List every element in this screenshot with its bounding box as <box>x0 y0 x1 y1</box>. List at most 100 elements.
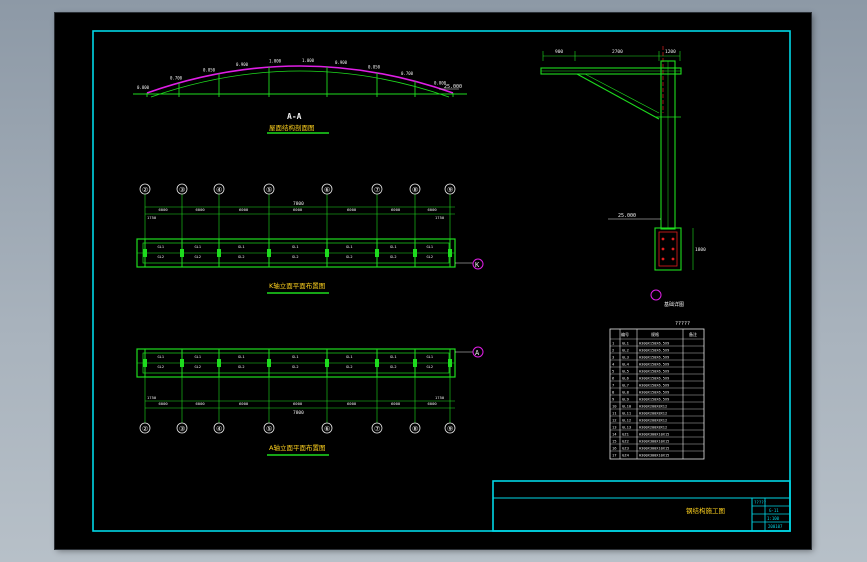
grid-axis-bubble <box>139 422 151 434</box>
bay-dimension: 6000 <box>347 401 357 406</box>
table-cell-spec: H300X200X8X12 <box>639 412 667 416</box>
bay-dimension: 6000 <box>239 207 249 212</box>
table-cell-no: 6 <box>612 376 615 381</box>
table-cell-code: GL7 <box>622 383 629 388</box>
member-tag: GL2 <box>346 365 353 369</box>
table-cell-code: GZ4 <box>622 453 630 458</box>
member-tag: GL1 <box>195 245 202 249</box>
grid-axis-label: ⑦ <box>374 186 380 194</box>
member-tag: GL2 <box>292 255 299 259</box>
title-scale: 1:100 <box>767 516 780 521</box>
section-level-mark: 0.850 <box>203 68 216 73</box>
table-cell-no: 17 <box>612 453 617 458</box>
plan-k-row-label: K <box>475 261 480 269</box>
member-tag: GL1 <box>390 245 397 249</box>
section-level-mark: 0.700 <box>170 76 183 81</box>
grid-axis-bubble <box>444 422 456 434</box>
end-dimension: 1750 <box>435 395 445 400</box>
table-cell-no: 2 <box>612 348 614 353</box>
member-tag: GL2 <box>427 365 434 369</box>
grid-axis-label: ⑤ <box>266 186 272 194</box>
bay-dimension: 6000 <box>428 207 438 212</box>
grid-axis-bubble <box>213 183 225 195</box>
table-cell-code: GL5 <box>622 369 629 374</box>
table-cell-spec: H300X200X8X12 <box>639 419 667 423</box>
plan-column-mark <box>413 249 417 257</box>
grid-axis-label: ⑨ <box>447 186 453 194</box>
member-tag: GL1 <box>158 245 165 249</box>
end-dimension: 1750 <box>147 395 157 400</box>
plan-column-mark <box>267 359 271 367</box>
table-cell-spec: H300X150X6.5X9 <box>639 356 669 360</box>
section-label: A-A <box>287 112 302 121</box>
detail-foot-label: 基础详图 <box>664 301 684 308</box>
section-level-mark: 0.800 <box>434 81 447 86</box>
member-tag: GL1 <box>238 245 245 249</box>
table-cell-spec: H300X150X6.5X9 <box>639 391 669 395</box>
grid-axis-label: ⑧ <box>412 425 418 433</box>
arch-roof-beam <box>146 65 454 94</box>
bay-dimension: 6000 <box>159 401 169 406</box>
grid-axis-bubble <box>176 422 188 434</box>
section-level-mark: 0.800 <box>137 85 150 90</box>
plan-column-mark <box>413 359 417 367</box>
table-cell-spec: H300X200X8X12 <box>639 426 667 430</box>
table-cell-no: 16 <box>612 446 617 451</box>
member-tag: GL1 <box>195 355 202 359</box>
table-cell-code: GL13 <box>622 425 631 430</box>
table-cell-no: 10 <box>612 404 617 409</box>
section-level-mark: 0.900 <box>236 62 249 67</box>
detail-dim-3: 1200 <box>665 49 676 55</box>
grid-axis-bubble <box>321 422 333 434</box>
table-cell-spec: H300X300X10X15 <box>639 447 669 451</box>
member-tag: GL2 <box>195 255 202 259</box>
detail-dim-right: 1800 <box>695 247 706 253</box>
grid-axis-bubble <box>409 183 421 195</box>
grid-axis-label: ⑥ <box>324 425 330 433</box>
member-tag: GL1 <box>390 355 397 359</box>
plan-a-title: A轴立面平面布置图 <box>269 443 325 452</box>
member-tag: GL1 <box>158 355 165 359</box>
table-cell-no: 3 <box>612 355 614 360</box>
bay-dimension: 6000 <box>293 207 303 212</box>
section-level-mark: 0.850 <box>368 64 381 69</box>
table-cell-code: GZ1 <box>622 432 630 437</box>
table-cell-code: GL12 <box>622 418 631 423</box>
grid-axis-label: ② <box>142 425 148 433</box>
detail-elevation: 25.000 <box>618 213 636 219</box>
plan-column-mark <box>375 359 379 367</box>
grid-axis-bubble <box>371 183 383 195</box>
section-level-mark: 0.700 <box>401 71 414 76</box>
grid-axis-bubble <box>263 422 275 434</box>
table-cell-code: GL11 <box>622 411 632 416</box>
table-cell-code: GL1 <box>622 341 630 346</box>
grid-axis-label: ⑧ <box>412 186 418 194</box>
plan-k-title: K轴立面平面布置图 <box>269 281 325 290</box>
table-cell-no: 7 <box>612 383 614 388</box>
section-elevation: 25.000 <box>444 84 462 90</box>
table-header-no: 编号 <box>621 331 629 337</box>
table-cell-no: 1 <box>612 341 615 346</box>
plan-column-mark <box>448 249 452 257</box>
member-tag: GL1 <box>292 355 299 359</box>
plan-a-row-label: A <box>475 349 480 357</box>
plan-column-mark <box>143 359 147 367</box>
plan-column-mark <box>448 359 452 367</box>
grid-axis-label: ⑦ <box>374 425 380 433</box>
bay-dimension: 6000 <box>159 207 169 212</box>
table-cell-spec: H300X150X6.5X9 <box>639 342 669 346</box>
section-level-mark: 1.000 <box>302 58 315 63</box>
table-cell-spec: H300X150X6.5X9 <box>639 370 669 374</box>
bay-dimension: 6000 <box>196 401 206 406</box>
section-title: 屋面结构剖面图 <box>269 123 315 132</box>
grid-axis-label: ② <box>142 186 148 194</box>
bay-dimension: 6000 <box>196 207 206 212</box>
plan-a-total-dim: 7800 <box>293 410 304 416</box>
cantilever-detail: 900 2700 1200 25.000 1800 基础详图 <box>540 46 706 308</box>
table-cell-spec: H300X150X6.5X9 <box>639 363 669 367</box>
grid-axis-label: ④ <box>216 186 222 194</box>
